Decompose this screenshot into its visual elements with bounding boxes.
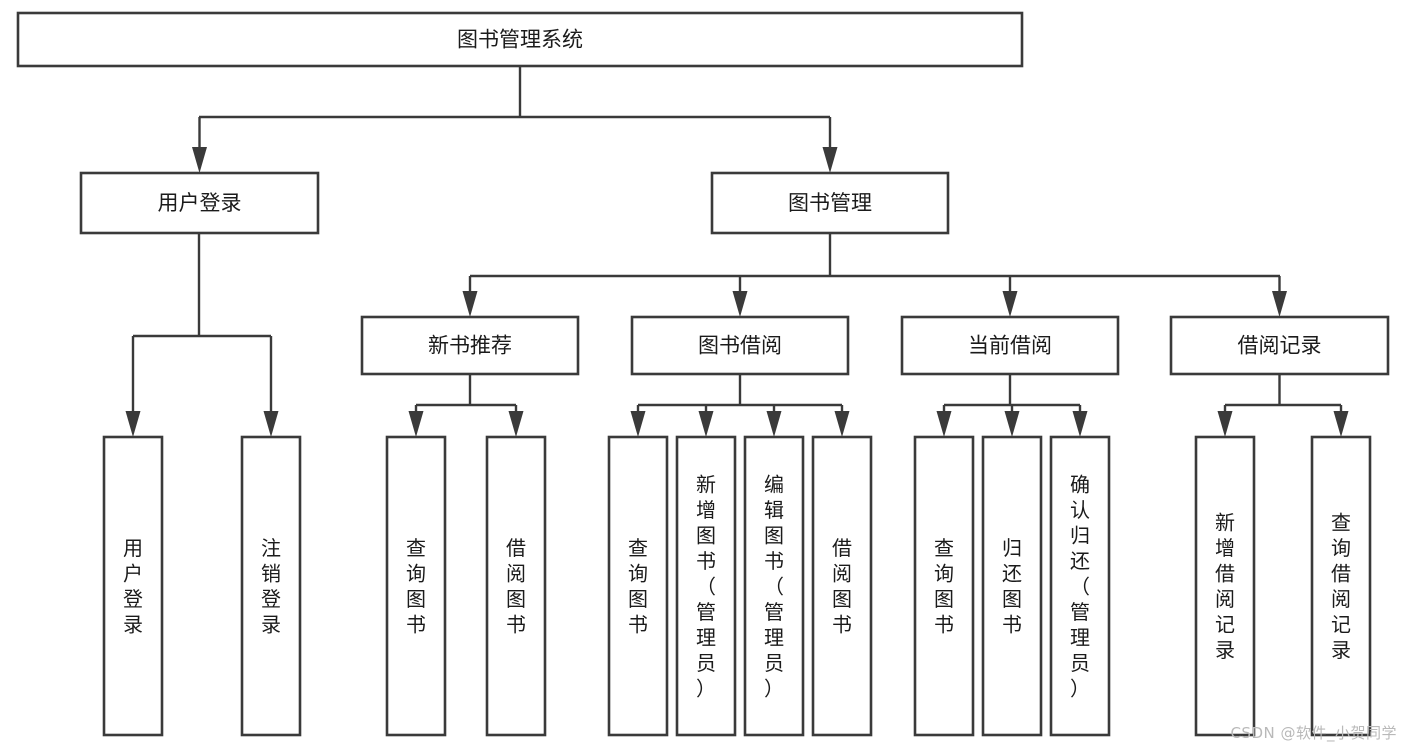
- node-label: 借阅记录: [1238, 334, 1322, 358]
- node-box[interactable]: [1310, 435, 1372, 737]
- node-label: 查询图书: [628, 536, 648, 637]
- arrow-head: [1333, 411, 1349, 437]
- node-label: 当前借阅: [968, 334, 1052, 358]
- node-box[interactable]: [102, 435, 164, 737]
- node-box[interactable]: [485, 435, 547, 737]
- node-leaf-add-borrow-record[interactable]: 新增借阅记录: [1194, 435, 1256, 737]
- node-label: 图书管理: [788, 191, 872, 215]
- node-label: 查询图书: [934, 536, 954, 637]
- arrow-head: [834, 411, 850, 437]
- node-box[interactable]: [1194, 435, 1256, 737]
- node-label: 注销登录: [261, 536, 281, 637]
- node-box[interactable]: [710, 171, 950, 235]
- node-current-borrow[interactable]: 当前借阅: [900, 315, 1120, 376]
- node-box[interactable]: [385, 435, 447, 737]
- node-box[interactable]: [981, 435, 1043, 737]
- node-root[interactable]: 图书管理系统: [16, 11, 1024, 68]
- node-box[interactable]: [743, 435, 805, 737]
- arrow-head: [408, 411, 424, 437]
- node-box[interactable]: [79, 171, 320, 235]
- connector-layer: [125, 66, 1349, 437]
- node-leaf-borrow-book[interactable]: 借阅图书: [811, 435, 873, 737]
- node-box[interactable]: [900, 315, 1120, 376]
- node-borrow-record[interactable]: 借阅记录: [1169, 315, 1390, 376]
- node-user-login[interactable]: 用户登录: [79, 171, 320, 235]
- node-leaf-borrow-book-recommend[interactable]: 借阅图书: [485, 435, 547, 737]
- node-leaf-user-login[interactable]: 用户登录: [102, 435, 164, 737]
- node-box[interactable]: [607, 435, 669, 737]
- arrow-head: [698, 411, 714, 437]
- node-label: 借阅图书: [832, 536, 852, 637]
- arrow-head: [1272, 291, 1287, 317]
- node-leaf-add-book-admin[interactable]: 新增图书（管理员）: [675, 435, 737, 737]
- node-label: 归还图书: [1002, 536, 1022, 637]
- node-box[interactable]: [630, 315, 850, 376]
- node-new-book-recommend[interactable]: 新书推荐: [360, 315, 580, 376]
- node-box[interactable]: [240, 435, 302, 737]
- node-box[interactable]: [1169, 315, 1390, 376]
- node-label: 图书借阅: [698, 334, 782, 358]
- node-label: 查询借阅记录: [1331, 511, 1351, 663]
- arrow-head: [1004, 411, 1020, 437]
- arrow-head: [1217, 411, 1233, 437]
- node-leaf-query-book-recommend[interactable]: 查询图书: [385, 435, 447, 737]
- arrow-head: [936, 411, 952, 437]
- node-book-management[interactable]: 图书管理: [710, 171, 950, 235]
- node-leaf-query-borrow-record[interactable]: 查询借阅记录: [1310, 435, 1372, 737]
- node-leaf-query-book-current[interactable]: 查询图书: [913, 435, 975, 737]
- node-label: 新增图书（管理员）: [696, 472, 716, 700]
- node-label: 用户登录: [158, 191, 242, 215]
- node-box[interactable]: [16, 11, 1024, 68]
- node-leaf-query-book-borrow[interactable]: 查询图书: [607, 435, 669, 737]
- node-box[interactable]: [913, 435, 975, 737]
- node-leaf-edit-book-admin[interactable]: 编辑图书（管理员）: [743, 435, 805, 737]
- node-box[interactable]: [360, 315, 580, 376]
- node-label: 新增借阅记录: [1215, 511, 1235, 663]
- arrow-head: [630, 411, 646, 437]
- arrow-head: [766, 411, 782, 437]
- node-box[interactable]: [675, 435, 737, 737]
- node-leaf-confirm-return-admin[interactable]: 确认归还（管理员）: [1049, 435, 1111, 737]
- node-label: 图书管理系统: [457, 28, 583, 52]
- arrow-head: [192, 147, 207, 173]
- node-label: 确认归还（管理员）: [1070, 472, 1090, 700]
- arrow-head: [732, 291, 748, 317]
- node-layer: 图书管理系统用户登录图书管理新书推荐图书借阅当前借阅借阅记录用户登录注销登录查询…: [16, 11, 1390, 737]
- arrow-head: [1072, 411, 1088, 437]
- arrow-head: [263, 411, 279, 437]
- node-label: 新书推荐: [428, 334, 512, 358]
- node-label: 编辑图书（管理员）: [764, 472, 784, 700]
- arrow-head: [125, 411, 141, 437]
- arrow-head: [462, 291, 478, 317]
- arrow-head: [822, 147, 838, 173]
- node-label: 借阅图书: [506, 536, 526, 637]
- arrow-head: [508, 411, 524, 437]
- csdn-watermark: CSDN @软件_小贺同学: [1230, 724, 1397, 742]
- node-leaf-return-book[interactable]: 归还图书: [981, 435, 1043, 737]
- node-label: 用户登录: [123, 536, 143, 637]
- node-label: 查询图书: [406, 536, 426, 637]
- node-book-borrow[interactable]: 图书借阅: [630, 315, 850, 376]
- node-leaf-logout-login[interactable]: 注销登录: [240, 435, 302, 737]
- node-box[interactable]: [811, 435, 873, 737]
- node-box[interactable]: [1049, 435, 1111, 737]
- arrow-head: [1002, 291, 1018, 317]
